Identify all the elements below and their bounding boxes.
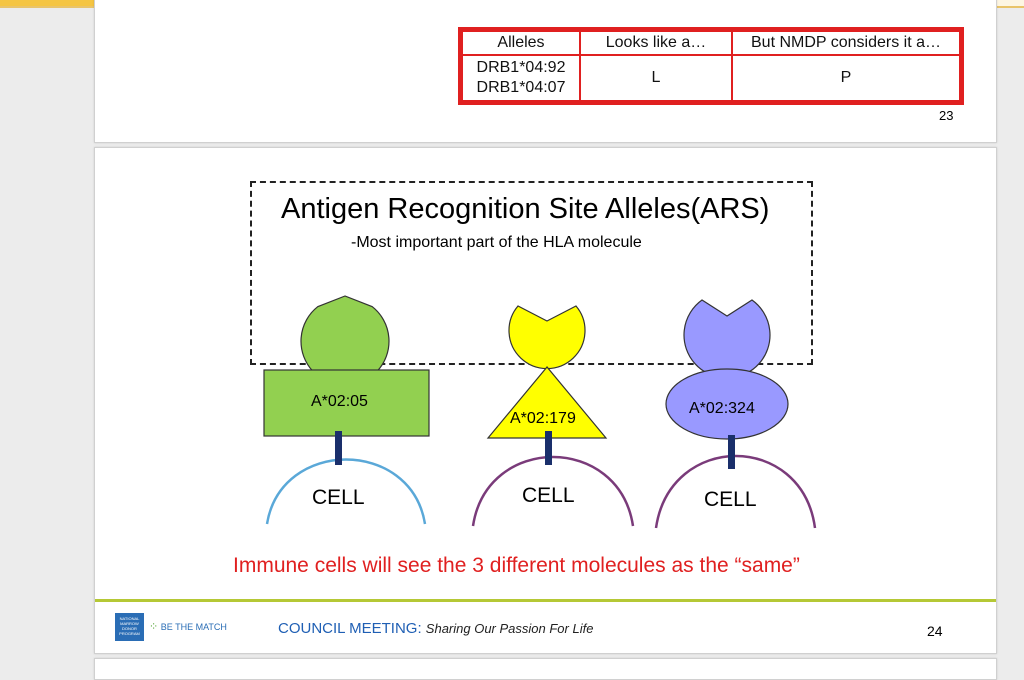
molecule-label-3: A*02:324 [689,400,755,417]
council-label: COUNCIL MEETING: [278,620,422,637]
table-header-looks-like: Looks like a… [579,30,733,56]
stem-1 [335,431,342,465]
table-header-row: Alleles Looks like a… But NMDP considers… [461,30,961,56]
ars-site-yellow [508,305,586,370]
molecule-label-2: A*02:179 [510,410,576,427]
table-cell-alleles: DRB1*04:92 DRB1*04:07 [461,54,581,102]
slide-caption: Immune cells will see the 3 different mo… [233,554,800,577]
hla-diagram [263,295,817,529]
allele-1: DRB1*04:92 [476,59,566,76]
table-header-alleles: Alleles [461,30,581,56]
slide-25[interactable] [94,658,997,680]
table-row: DRB1*04:92 DRB1*04:07 L P [461,54,961,102]
stem-3 [728,435,735,469]
footer-divider [95,599,996,602]
slide-subtitle: -Most important part of the HLA molecule [351,234,642,251]
slide-24[interactable]: Antigen Recognition Site Alleles(ARS) -M… [94,147,997,654]
slide-23[interactable]: Alleles Looks like a… But NMDP considers… [94,0,997,143]
table-header-nmdp: But NMDP considers it a… [731,30,961,56]
cell-label-2: CELL [522,484,575,507]
be-the-match-logo: ⁘ BE THE MATCH [149,620,227,633]
nmdp-logo: NATIONAL MARROW DONOR PROGRAM [115,613,144,641]
council-meeting-footer: COUNCIL MEETING: Sharing Our Passion For… [278,620,593,637]
ars-site-purple [683,299,771,379]
allele-2: DRB1*04:07 [476,79,566,96]
match-dots-icon: ⁘ [149,621,159,633]
be-the-match-text: BE THE MATCH [160,622,227,632]
slide-page-number: 23 [939,108,954,123]
table-cell-nmdp: P [731,54,961,102]
cell-arc-3 [654,454,817,529]
stem-2 [545,431,552,465]
active-tab-indicator[interactable] [0,0,116,6]
cell-arc-2 [471,455,635,527]
cell-label-1: CELL [312,486,365,509]
cell-arc-1 [265,458,427,525]
table-cell-looks-like: L [579,54,733,102]
allele-table: Alleles Looks like a… But NMDP considers… [458,27,964,105]
molecule-rect-green [263,369,430,437]
slide-title: Antigen Recognition Site Alleles(ARS) [281,193,770,225]
molecule-ellipse-purple [665,368,789,440]
slide-page-number: 24 [927,623,943,639]
council-tagline: Sharing Our Passion For Life [425,621,594,636]
nmdp-logo-text: NATIONAL MARROW DONOR PROGRAM [119,616,140,636]
cell-label-3: CELL [704,488,757,511]
molecule-label-1: A*02:05 [311,393,368,410]
